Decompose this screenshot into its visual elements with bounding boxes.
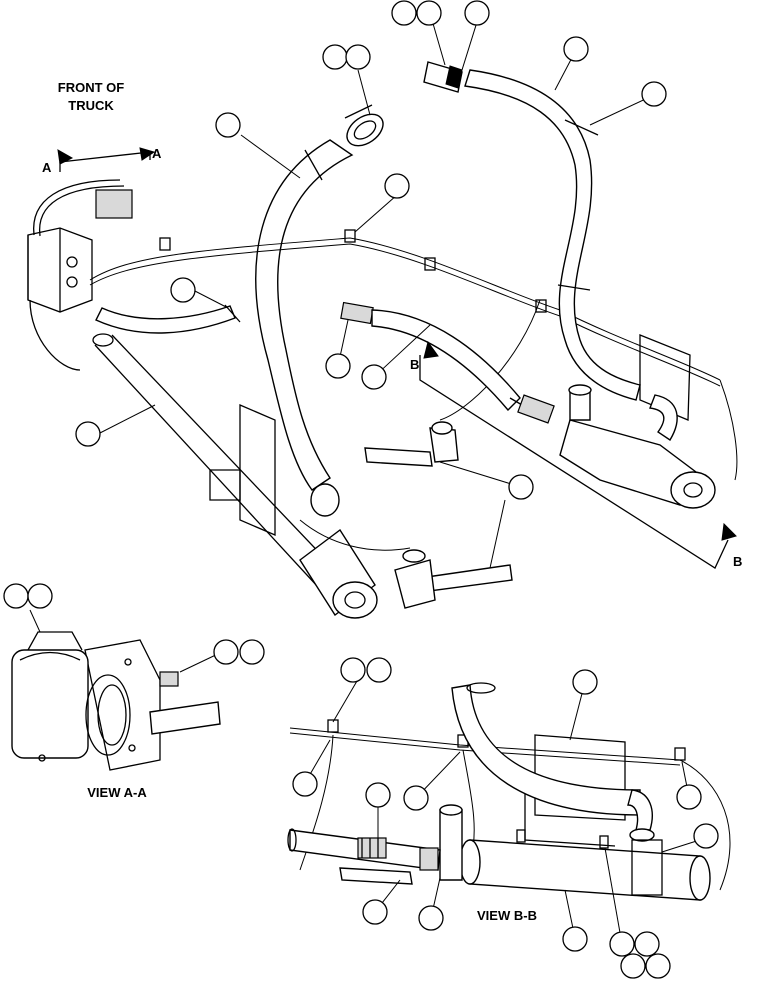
main-assembly: A A B B FRONT OF TRUCK — [27, 0, 742, 619]
callout-balloon — [340, 657, 366, 683]
callout-balloon — [645, 953, 671, 979]
callout-balloon — [693, 823, 719, 849]
callout-balloon — [215, 112, 241, 138]
section-a-right-label: A — [152, 146, 162, 161]
callout-balloon — [75, 421, 101, 447]
callout-balloon — [292, 771, 318, 797]
callout-balloon — [641, 81, 667, 107]
view-b-b: VIEW B-B — [287, 657, 731, 979]
balloons-main — [75, 0, 667, 500]
callout-balloon — [634, 931, 660, 957]
callout-balloon — [239, 639, 265, 665]
hose-upper-right — [423, 61, 641, 401]
callout-balloon — [384, 173, 410, 199]
callout-balloon — [362, 899, 388, 925]
callout-balloon — [676, 784, 702, 810]
callout-balloon — [322, 44, 348, 70]
callout-balloon — [418, 905, 444, 931]
callout-balloon — [464, 0, 490, 26]
hose-center — [340, 301, 555, 424]
callout-balloon — [416, 0, 442, 26]
callout-balloon — [213, 639, 239, 665]
callout-balloon — [325, 353, 351, 379]
section-a-left-label: A — [42, 160, 52, 175]
lever-valve-bottom — [394, 549, 513, 609]
front-of-truck-line1: FRONT OF — [58, 80, 124, 95]
filter-right — [559, 334, 716, 509]
callout-balloon — [609, 931, 635, 957]
callout-balloon — [620, 953, 646, 979]
callout-balloon — [365, 782, 391, 808]
hose-short-left — [95, 304, 241, 334]
callout-balloon — [391, 0, 417, 26]
view-a-a: VIEW A-A — [3, 583, 265, 800]
section-b-bottom-label: B — [733, 554, 742, 569]
callout-balloon — [572, 669, 598, 695]
callout-balloon — [508, 474, 534, 500]
section-a-arrows: A A — [42, 146, 162, 175]
callout-balloon — [27, 583, 53, 609]
junction-box — [27, 179, 133, 371]
callout-balloon — [562, 926, 588, 952]
section-b-top-label: B — [410, 357, 419, 372]
callout-balloon — [563, 36, 589, 62]
callout-balloon — [366, 657, 392, 683]
section-b-arrows: B B — [410, 340, 742, 569]
callout-balloon — [403, 785, 429, 811]
main-hose — [255, 104, 384, 491]
callout-balloon — [170, 277, 196, 303]
callout-balloon — [361, 364, 387, 390]
callout-balloon — [345, 44, 371, 70]
frame-tube-left — [92, 333, 351, 601]
lever-valve-center — [364, 421, 459, 467]
filter-left — [299, 483, 378, 619]
view-b-b-caption: VIEW B-B — [477, 908, 537, 923]
view-a-a-caption: VIEW A-A — [87, 785, 147, 800]
callout-balloon — [3, 583, 29, 609]
front-of-truck-line2: TRUCK — [68, 98, 114, 113]
